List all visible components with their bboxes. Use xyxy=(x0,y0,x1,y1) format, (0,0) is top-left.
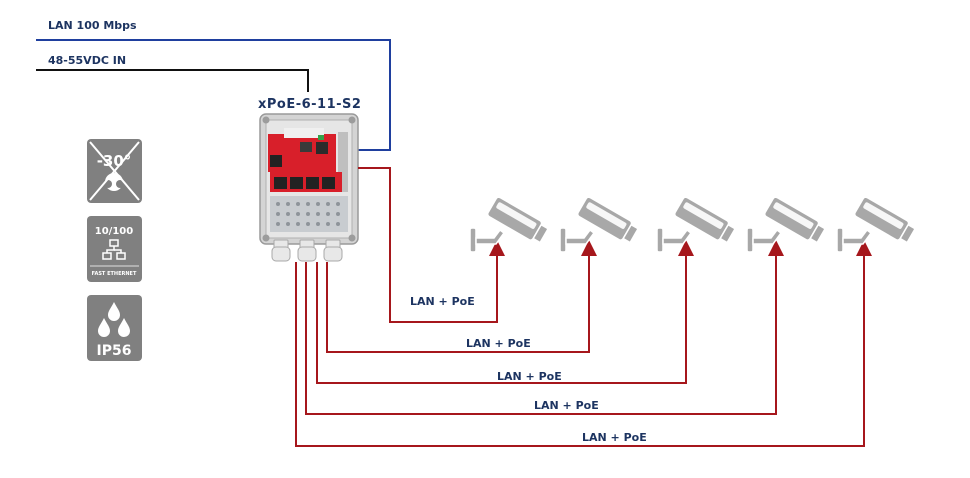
water-drops-icon xyxy=(98,302,130,337)
ip-rating-badge: IP56 xyxy=(87,295,142,361)
poe-link-3-label: LAN + PoE xyxy=(497,370,562,383)
ethernet-subtext: FAST ETHERNET xyxy=(92,271,137,277)
ethernet-badge: 10/100 FAST ETHERNET xyxy=(87,216,142,282)
ethernet-speed-text: 10/100 xyxy=(95,226,133,237)
camera-icon-4 xyxy=(746,195,828,253)
poe-switch-enclosure xyxy=(259,113,359,245)
camera-icon-3 xyxy=(656,195,738,253)
poe-link-4 xyxy=(305,240,784,415)
poe-link-2-label: LAN + PoE xyxy=(466,337,531,350)
lan-input-label: LAN 100 Mbps xyxy=(48,19,137,32)
poe-link-5-label: LAN + PoE xyxy=(582,431,647,444)
poe-link-1-label: LAN + PoE xyxy=(410,295,475,308)
ip-rating-text: IP56 xyxy=(97,343,132,359)
power-input-line xyxy=(36,69,309,92)
temperature-icon: -30° xyxy=(97,152,132,170)
device-model-label: xPoE-6-11-S2 xyxy=(258,97,361,112)
camera-icon-2 xyxy=(559,195,641,253)
poe-link-1 xyxy=(358,167,505,323)
power-input-label: 48-55VDC IN xyxy=(48,54,126,67)
cable-glands xyxy=(271,239,343,262)
lan-input-line xyxy=(36,39,391,151)
temperature-badge: -30° xyxy=(87,139,142,203)
poe-link-4-label: LAN + PoE xyxy=(534,399,599,412)
camera-icon-1 xyxy=(469,195,551,253)
poe-link-2 xyxy=(326,240,597,353)
poe-link-3 xyxy=(316,240,694,384)
camera-icon-5 xyxy=(836,195,918,253)
ethernet-icon xyxy=(102,239,126,260)
poe-link-5 xyxy=(295,240,872,447)
